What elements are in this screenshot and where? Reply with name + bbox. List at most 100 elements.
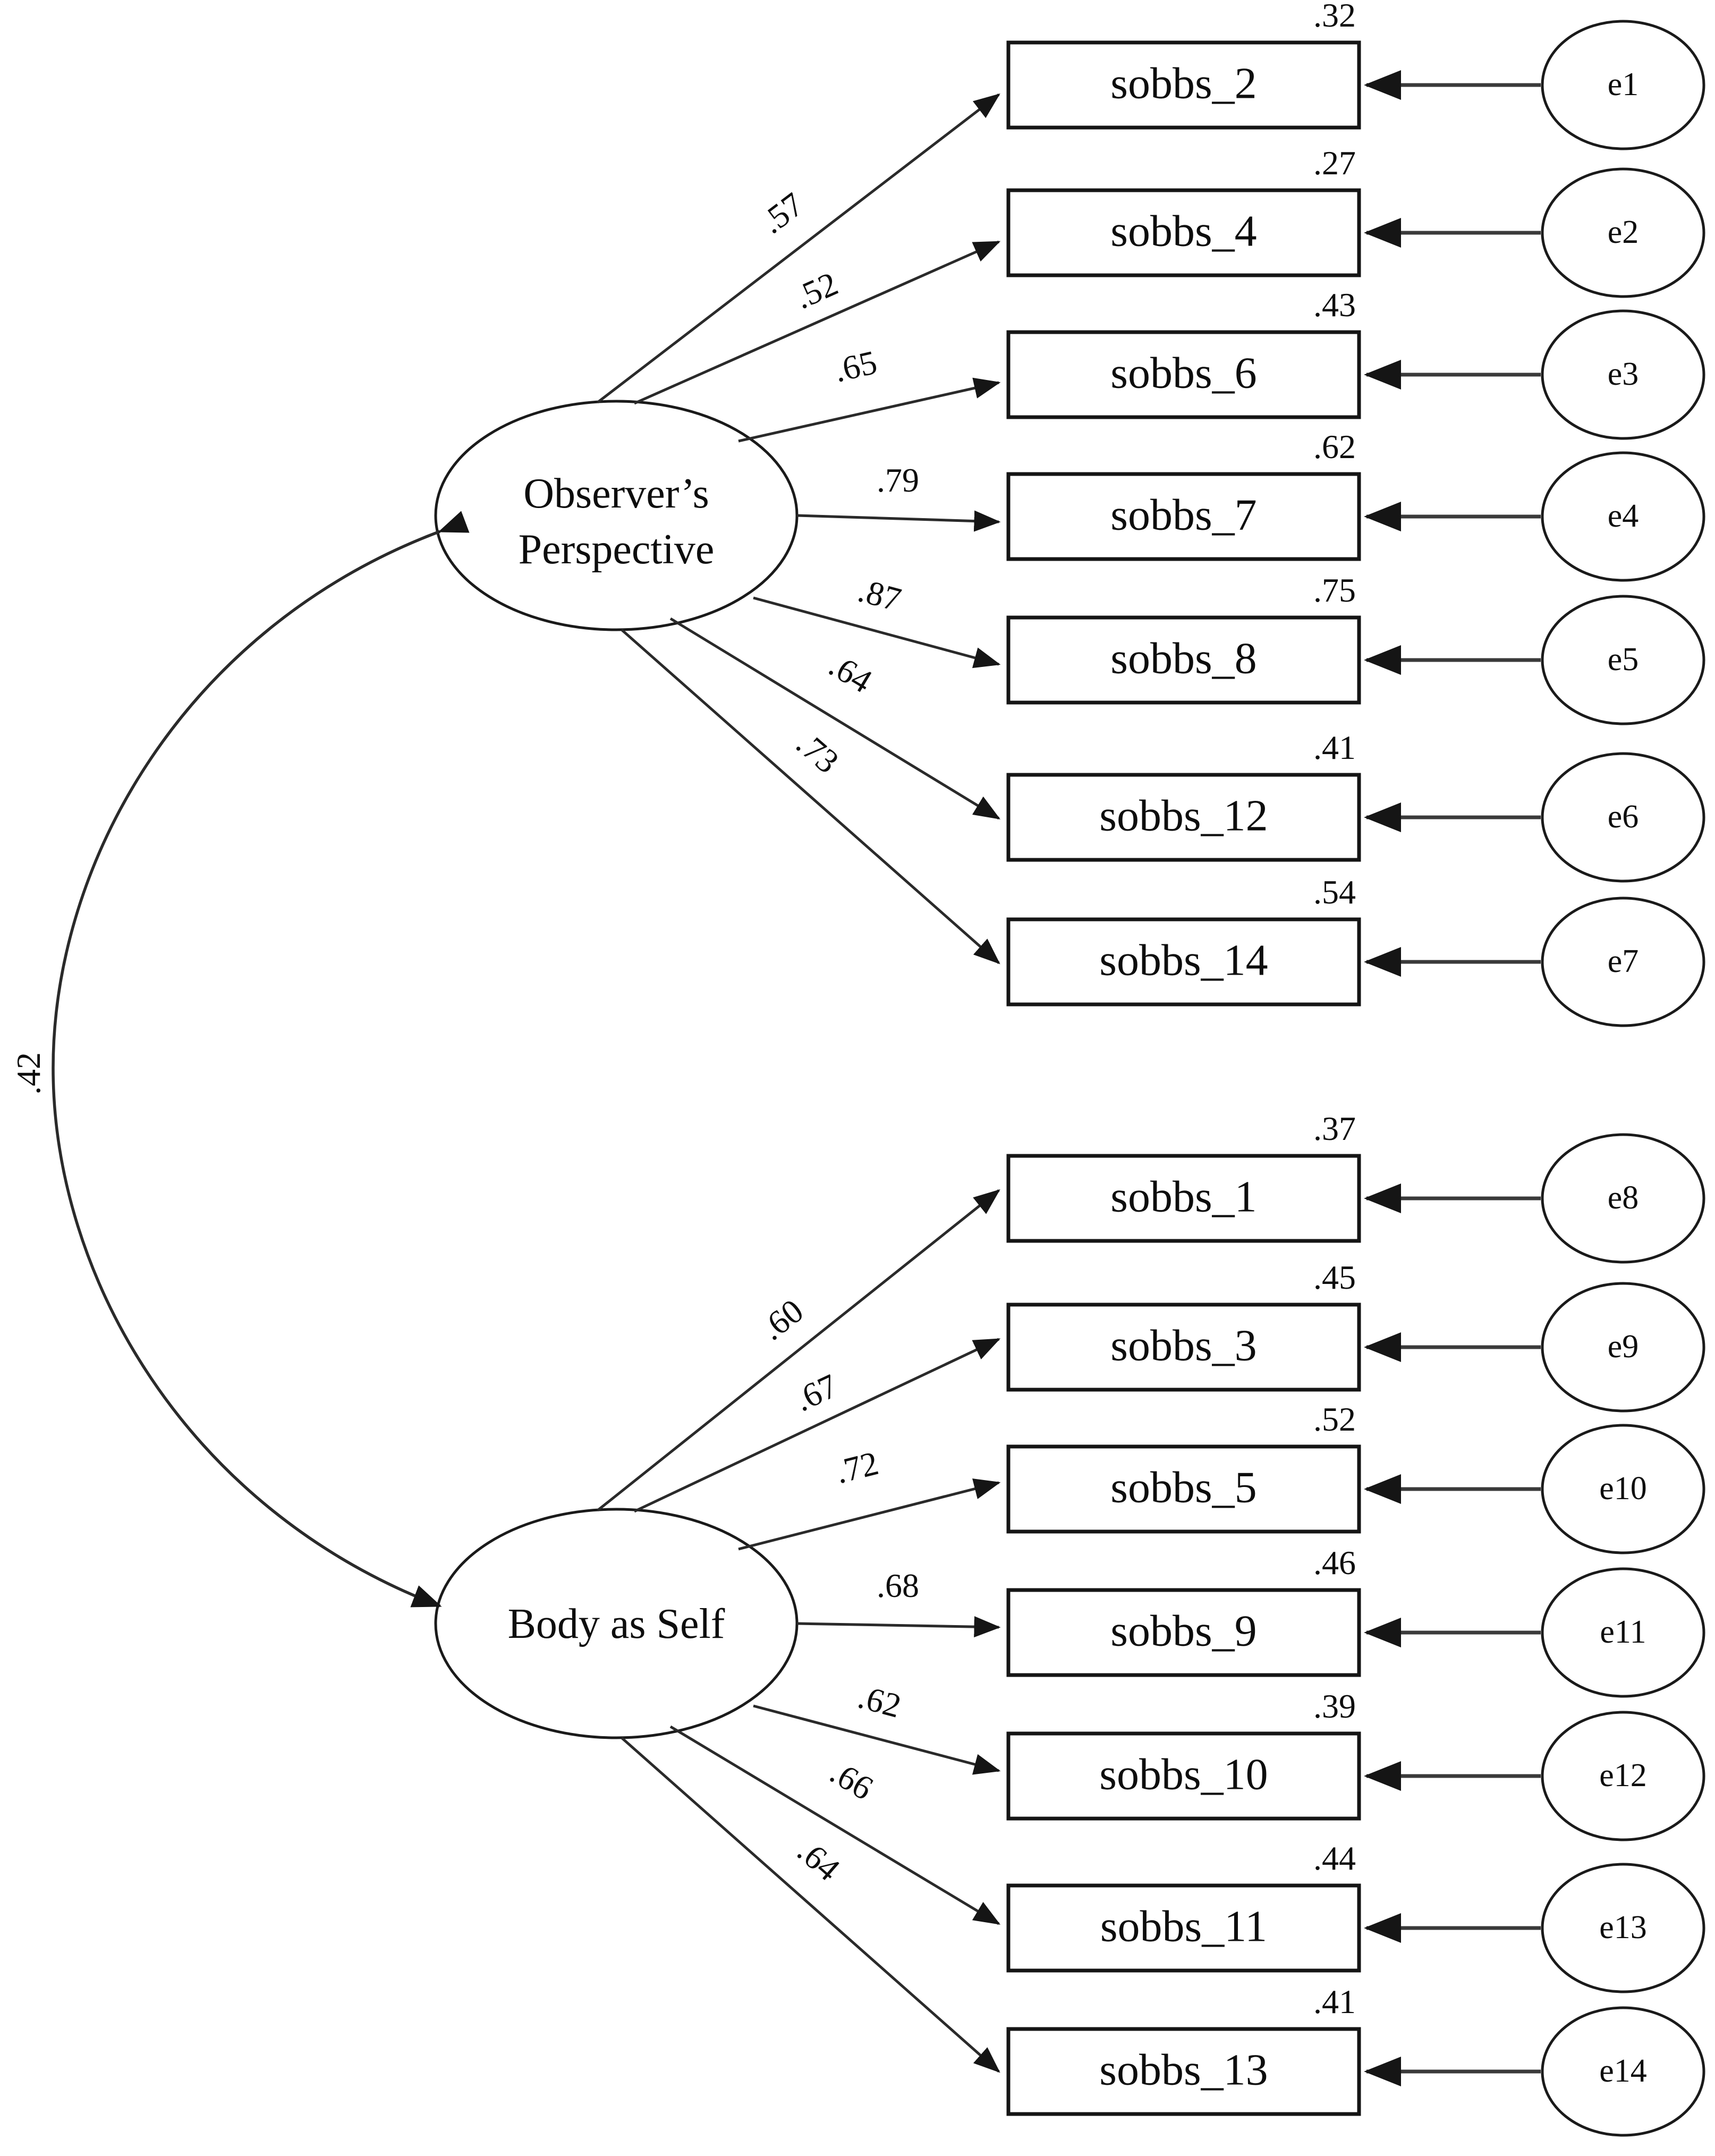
error-ellipse-e9[interactable]	[1541, 1282, 1705, 1413]
error-ellipse-e3[interactable]	[1541, 309, 1705, 440]
error-label-e13: e13	[1599, 1909, 1647, 1946]
loading-path-sobbs_2[interactable]	[597, 93, 1000, 403]
factor-observers-perspective[interactable]: Observer’s Perspective	[434, 400, 799, 631]
error-ellipse-e4[interactable]	[1541, 451, 1705, 582]
indicator-label-sobbs_13: sobbs_13	[1099, 2045, 1268, 2094]
error-label-e5: e5	[1608, 641, 1639, 678]
indicator-group-sobbs_9: .46 sobbs_9 e11	[1006, 1544, 1705, 1698]
smc-value-sobbs_1: .37	[1313, 1110, 1356, 1147]
loading-value-sobbs_1: .60	[753, 1291, 810, 1347]
error-ellipse-e10[interactable]	[1541, 1424, 1705, 1554]
smc-value-sobbs_8: .75	[1313, 571, 1356, 609]
loading-path-sobbs_1[interactable]	[597, 1189, 1000, 1511]
smc-value-sobbs_2: .32	[1313, 0, 1356, 34]
indicator-group-sobbs_13: .41 sobbs_13 e14	[1006, 1983, 1705, 2137]
loading-value-sobbs_10: .62	[854, 1678, 905, 1725]
error-label-e3: e3	[1608, 356, 1639, 392]
factor-label-observers-perspective-line1: Observer’s	[523, 470, 709, 517]
loading-path-sobbs_10[interactable]	[753, 1704, 1001, 1775]
loading-path-sobbs_14[interactable]	[621, 629, 1000, 965]
loading-value-sobbs_2: .57	[754, 185, 811, 241]
factor-label-observers-perspective-line2: Perspective	[519, 526, 715, 573]
correlation-curve[interactable]	[52, 511, 470, 1608]
error-ellipse-e1[interactable]	[1541, 20, 1705, 150]
loading-value-sobbs_13: .64	[791, 1832, 847, 1888]
loading-path-sobbs_4[interactable]	[633, 240, 1001, 405]
indicator-box-sobbs_14[interactable]	[1006, 917, 1361, 1007]
indicator-group-sobbs_6: .43 sobbs_6 e3	[1006, 286, 1705, 440]
error-label-e10: e10	[1599, 1470, 1647, 1507]
smc-value-sobbs_14: .54	[1313, 873, 1356, 911]
smc-value-sobbs_3: .45	[1313, 1258, 1356, 1296]
error-label-e14: e14	[1599, 2053, 1647, 2089]
indicator-label-sobbs_10: sobbs_10	[1099, 1749, 1268, 1799]
error-label-e2: e2	[1608, 214, 1639, 250]
indicator-box-sobbs_9[interactable]	[1006, 1588, 1361, 1677]
error-ellipse-e2[interactable]	[1541, 167, 1705, 298]
smc-value-sobbs_7: .62	[1313, 428, 1356, 466]
loading-path-sobbs_13[interactable]	[621, 1737, 1000, 2073]
indicator-label-sobbs_9: sobbs_9	[1110, 1606, 1256, 1655]
smc-value-sobbs_5: .52	[1313, 1400, 1356, 1438]
factor-label-body-as-self-line1: Body as Self	[508, 1601, 725, 1647]
indicator-group-sobbs_4: .27 sobbs_4 e2	[1006, 144, 1705, 298]
smc-value-sobbs_11: .44	[1313, 1839, 1356, 1877]
loading-path-sobbs_12[interactable]	[669, 617, 1000, 820]
indicator-box-sobbs_1[interactable]	[1006, 1154, 1361, 1243]
indicator-label-sobbs_3: sobbs_3	[1110, 1321, 1256, 1370]
indicator-group-sobbs_3: .45 sobbs_3 e9	[1006, 1258, 1705, 1413]
indicator-box-sobbs_7[interactable]	[1006, 472, 1361, 561]
error-ellipse-e11[interactable]	[1541, 1567, 1705, 1698]
factor-body-as-self[interactable]: Body as Self	[434, 1508, 799, 1739]
loading-path-sobbs_9[interactable]	[796, 1616, 1001, 1638]
indicator-group-sobbs_10: .39 sobbs_10 e12	[1006, 1687, 1705, 1841]
error-ellipse-e14[interactable]	[1541, 2006, 1705, 2137]
loading-path-sobbs_7[interactable]	[796, 510, 1001, 532]
indicator-box-sobbs_13[interactable]	[1006, 2027, 1361, 2116]
indicator-box-sobbs_4[interactable]	[1006, 188, 1361, 277]
error-ellipse-e7[interactable]	[1541, 897, 1705, 1027]
indicator-box-sobbs_2[interactable]	[1006, 40, 1361, 130]
error-ellipse-e12[interactable]	[1541, 1711, 1705, 1841]
smc-value-sobbs_12: .41	[1313, 729, 1356, 766]
smc-value-sobbs_10: .39	[1313, 1687, 1356, 1725]
indicator-group-sobbs_14: .54 sobbs_14 e7	[1006, 873, 1705, 1027]
indicator-group-sobbs_1: .37 sobbs_1 e8	[1006, 1110, 1705, 1264]
indicator-label-sobbs_6: sobbs_6	[1110, 348, 1256, 398]
indicator-box-sobbs_12[interactable]	[1006, 773, 1361, 862]
indicator-box-sobbs_11[interactable]	[1006, 1883, 1361, 1973]
loading-path-sobbs_3[interactable]	[633, 1338, 1001, 1513]
error-label-e6: e6	[1608, 799, 1639, 835]
loading-value-sobbs_3: .67	[789, 1366, 844, 1418]
indicator-box-sobbs_8[interactable]	[1006, 615, 1361, 705]
loading-path-sobbs_5[interactable]	[738, 1478, 1001, 1551]
indicator-group-sobbs_11: .44 sobbs_11 e13	[1006, 1839, 1705, 1993]
loading-path-sobbs_6[interactable]	[738, 377, 1001, 443]
smc-value-sobbs_4: .27	[1313, 144, 1356, 182]
error-ellipse-e6[interactable]	[1541, 752, 1705, 883]
loading-path-sobbs_11[interactable]	[669, 1725, 1001, 1925]
factor-correlation-arrow[interactable]: .42	[10, 511, 470, 1608]
error-label-e4: e4	[1608, 498, 1639, 534]
loading-value-sobbs_5: .72	[831, 1444, 882, 1491]
error-ellipse-e5[interactable]	[1541, 595, 1705, 725]
indicator-box-sobbs_5[interactable]	[1006, 1444, 1361, 1534]
error-label-e11: e11	[1600, 1614, 1646, 1650]
error-ellipse-e13[interactable]	[1541, 1863, 1705, 1993]
indicator-label-sobbs_2: sobbs_2	[1110, 58, 1256, 108]
error-label-e9: e9	[1608, 1329, 1639, 1365]
error-label-e8: e8	[1608, 1180, 1639, 1216]
indicator-label-sobbs_7: sobbs_7	[1110, 490, 1256, 539]
indicator-label-sobbs_5: sobbs_5	[1110, 1462, 1256, 1512]
smc-value-sobbs_6: .43	[1313, 286, 1356, 324]
indicator-box-sobbs_6[interactable]	[1006, 330, 1361, 419]
loading-value-sobbs_14: .73	[789, 724, 846, 781]
smc-value-sobbs_9: .46	[1313, 1544, 1356, 1582]
indicator-label-sobbs_14: sobbs_14	[1099, 935, 1268, 985]
loading-value-sobbs_8: .87	[854, 571, 905, 619]
indicator-box-sobbs_10[interactable]	[1006, 1731, 1361, 1821]
loading-path-sobbs_8[interactable]	[753, 596, 1001, 669]
error-ellipse-e8[interactable]	[1541, 1133, 1705, 1264]
indicator-box-sobbs_3[interactable]	[1006, 1303, 1361, 1392]
